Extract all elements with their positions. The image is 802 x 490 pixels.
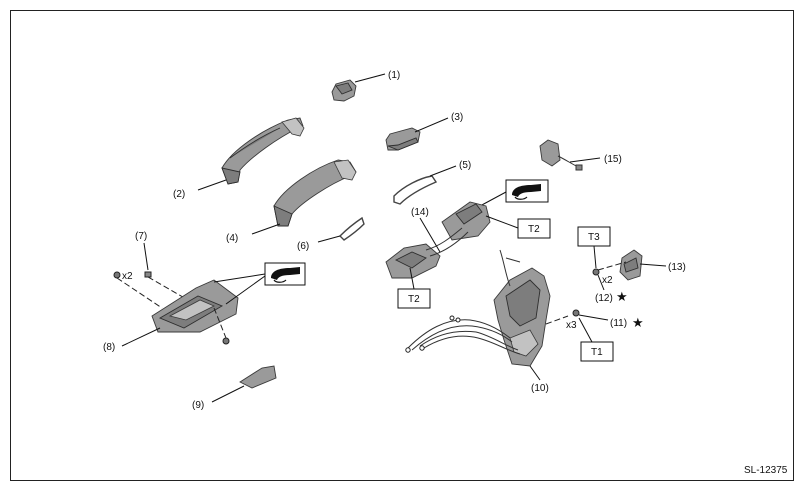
leader-line-7: [143, 242, 149, 271]
dashed-line-13: [597, 261, 627, 271]
diagram-border: [10, 10, 794, 481]
leader-t1: [578, 317, 593, 343]
star-mark-12: ★: [616, 289, 628, 304]
screw-11-icon: [572, 309, 580, 317]
screw-12-icon: [592, 268, 600, 276]
torque-t3: T3: [588, 232, 600, 243]
leader-line-10: [529, 365, 541, 381]
part-6-small-gasket: [339, 216, 365, 241]
part-2-outer-handle: [221, 117, 305, 185]
callout-7: (7): [135, 231, 147, 242]
part-4-handle-frame: [273, 159, 357, 227]
screw-8-icon: [222, 337, 230, 345]
part-5-gasket: [393, 175, 438, 205]
leader-line-2: [197, 179, 227, 191]
callout-12: (12): [595, 293, 613, 304]
leader-line-6: [317, 235, 341, 243]
part-15-switch: [539, 139, 583, 171]
leader-t3: [593, 245, 597, 269]
part-3-cylinder-cover: [385, 127, 421, 151]
torque-box-t2-upper: [517, 218, 551, 239]
grease-application-icon: [264, 262, 306, 286]
part-9-cover: [239, 365, 277, 389]
grease-arrow-8b: [225, 275, 266, 305]
callout-6: (6): [297, 241, 309, 252]
grease-application-icon: [505, 179, 549, 203]
torque-t2-upper: T2: [528, 224, 540, 235]
callout-1: (1): [388, 70, 400, 81]
leader-line-14: [419, 217, 441, 253]
leader-line-8: [121, 327, 161, 347]
quantity-7: x2: [122, 271, 133, 282]
part-13-striker: [619, 249, 643, 281]
star-mark-11: ★: [632, 315, 644, 330]
callout-13: (13): [668, 262, 686, 273]
screw-left-icon: [113, 271, 121, 279]
leader-line-3: [414, 117, 449, 133]
screw-7: [144, 271, 152, 278]
inner-handle-cables: [405, 315, 521, 355]
leader-line-9: [211, 385, 245, 403]
callout-5: (5): [459, 160, 471, 171]
callout-11: (11): [610, 318, 627, 329]
dashed-line-11: [545, 315, 569, 325]
callout-14: (14): [411, 207, 429, 218]
callout-3: (3): [451, 112, 463, 123]
leader-t2-lower: [409, 267, 415, 290]
dashed-line-8: [213, 307, 227, 339]
leader-line-13: [639, 263, 667, 267]
grease-arrow-14: [479, 191, 507, 207]
leader-line-1: [354, 73, 386, 83]
leader-t2-upper: [485, 215, 519, 229]
callout-2: (2): [173, 189, 185, 200]
callout-9: (9): [192, 400, 204, 411]
figure-code: SL-12375: [744, 465, 788, 476]
torque-t1: T1: [591, 347, 603, 358]
callout-4: (4): [226, 233, 238, 244]
part-14-latch-assembly: [385, 201, 491, 279]
torque-t2-lower: T2: [408, 294, 420, 305]
quantity-11: x3: [566, 320, 577, 331]
part-8-inner-handle: [151, 279, 239, 333]
torque-box-t1: [580, 341, 614, 362]
leader-line-11: [578, 314, 609, 321]
dashed-line-7b: [147, 276, 189, 301]
leader-line-15: [569, 157, 601, 163]
part-10-lock-assembly: [493, 249, 551, 367]
callout-10: (10): [531, 383, 549, 394]
leader-line-4: [251, 223, 281, 235]
grease-arrow-8a: [213, 273, 266, 283]
quantity-12: x2: [602, 275, 613, 286]
leader-line-12: [597, 274, 605, 291]
callout-15: (15): [604, 154, 622, 165]
leader-line-5: [429, 165, 457, 177]
dashed-line-7a: [116, 277, 163, 309]
part-1-cover-cap: [331, 79, 357, 102]
callout-8: (8): [103, 342, 115, 353]
